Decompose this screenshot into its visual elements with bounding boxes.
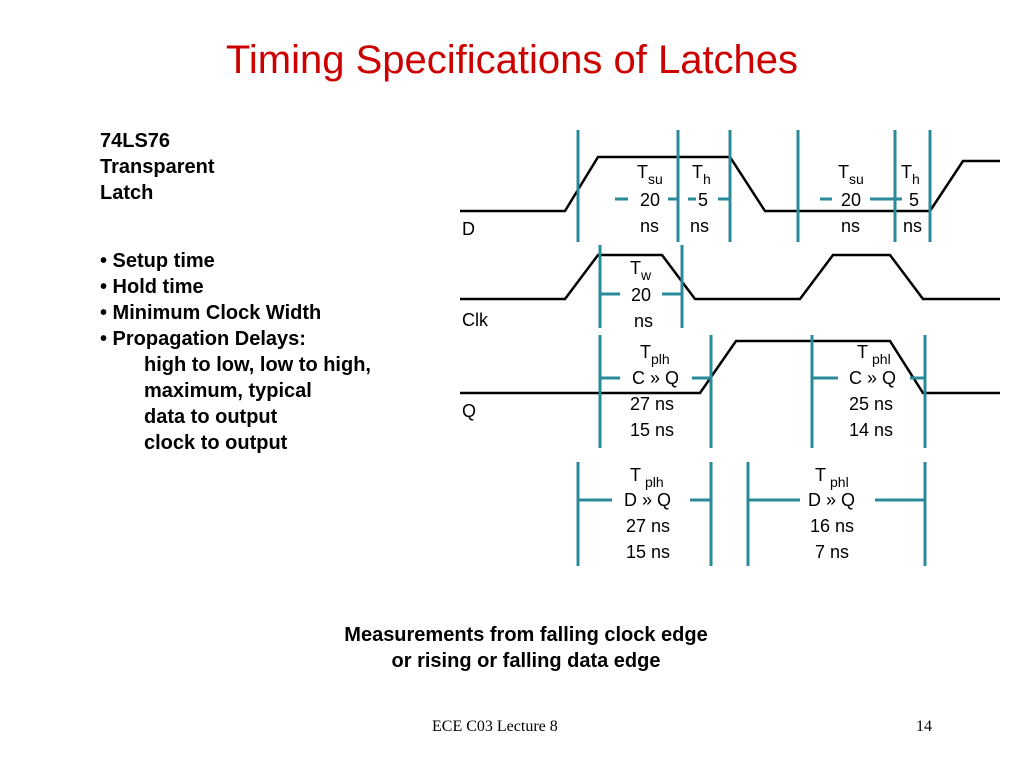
tplh-cq-sub: plh [651, 351, 670, 367]
th2-unit: ns [903, 216, 922, 236]
tw-value: 20 [631, 285, 651, 305]
page-number: 14 [916, 718, 932, 735]
tsu1-value: 20 [640, 190, 660, 210]
sub-bullet-item: data to output [144, 406, 278, 428]
tw-sub: w [640, 267, 652, 283]
th2-main: T [901, 162, 912, 182]
marker-lines [576, 130, 932, 566]
tsu2-label: Tsu [838, 162, 864, 187]
tphl-dq-main: T [815, 465, 826, 485]
heading-line: Transparent [100, 156, 215, 178]
th1-sub: h [703, 171, 711, 187]
tphl-dq-typ: 7 ns [815, 542, 849, 562]
tplh-dq-max: 27 ns [626, 516, 670, 536]
caption-line: or rising or falling data edge [391, 650, 661, 672]
measurement-caption: Measurements from falling clock edge or … [0, 622, 1024, 674]
tplh-dq-typ: 15 ns [626, 542, 670, 562]
tsu2-main: T [838, 162, 849, 182]
signal-label-d: D [462, 219, 475, 239]
sub-bullet-item: high to low, low to high, [144, 354, 371, 376]
tsu2-sub: su [849, 171, 864, 187]
tsu1-label: Tsu [637, 162, 663, 187]
tphl-dq-sub: phl [830, 474, 849, 490]
th1-main: T [692, 162, 703, 182]
slide-title: Timing Specifications of Latches [225, 38, 799, 82]
tphl-dq-path: D » Q [808, 490, 855, 510]
caption-line: Measurements from falling clock edge [344, 624, 708, 646]
tw-label: Tw [630, 258, 652, 283]
tsu1-main: T [637, 162, 648, 182]
tplh-cq-label: Tplh [640, 342, 670, 367]
tphl-cq-sub: phl [872, 351, 891, 367]
tplh-cq-typ: 15 ns [630, 420, 674, 440]
tphl-dq-max: 16 ns [810, 516, 854, 536]
clk-waveform [460, 253, 1000, 301]
th1-value: 5 [698, 190, 708, 210]
th2-value: 5 [909, 190, 919, 210]
bullet-item: • Setup time [100, 250, 215, 272]
signal-label-clk: Clk [462, 310, 489, 330]
tplh-cq-main: T [640, 342, 651, 362]
tsu1-unit: ns [640, 216, 659, 236]
tsu2-value: 20 [841, 190, 861, 210]
th1-label: Th [692, 162, 711, 187]
bullet-list: • Setup time • Hold time • Minimum Clock… [100, 248, 371, 456]
tsu2-unit: ns [841, 216, 860, 236]
tphl-cq-main: T [857, 342, 868, 362]
sub-bullet-item: maximum, typical [144, 380, 312, 402]
tw-main: T [630, 258, 641, 278]
tphl-cq-typ: 14 ns [849, 420, 893, 440]
device-heading: 74LS76 Transparent Latch [100, 128, 214, 206]
th2-label: Th [901, 162, 920, 187]
bullet-item: • Minimum Clock Width [100, 302, 322, 324]
tplh-dq-main: T [630, 465, 641, 485]
heading-line: 74LS76 [100, 130, 171, 152]
signal-label-q: Q [462, 401, 476, 421]
tphl-cq-path: C » Q [849, 368, 896, 388]
tplh-dq-path: D » Q [624, 490, 671, 510]
tplh-dq-sub: plh [645, 474, 664, 490]
footer-lecture: ECE C03 Lecture 8 [432, 718, 558, 735]
tw-unit: ns [634, 311, 653, 331]
tplh-cq-path: C » Q [632, 368, 679, 388]
th1-unit: ns [690, 216, 709, 236]
bullet-item: • Propagation Delays: [100, 328, 306, 350]
tsu1-sub: su [648, 171, 663, 187]
q-waveform [460, 339, 1000, 395]
heading-line: Latch [100, 182, 154, 204]
sub-bullet-item: clock to output [144, 432, 288, 454]
th2-sub: h [912, 171, 920, 187]
tplh-cq-max: 27 ns [630, 394, 674, 414]
bullet-item: • Hold time [100, 276, 204, 298]
d-waveform [460, 155, 1000, 213]
dimension-ticks [578, 197, 925, 502]
tphl-cq-max: 25 ns [849, 394, 893, 414]
